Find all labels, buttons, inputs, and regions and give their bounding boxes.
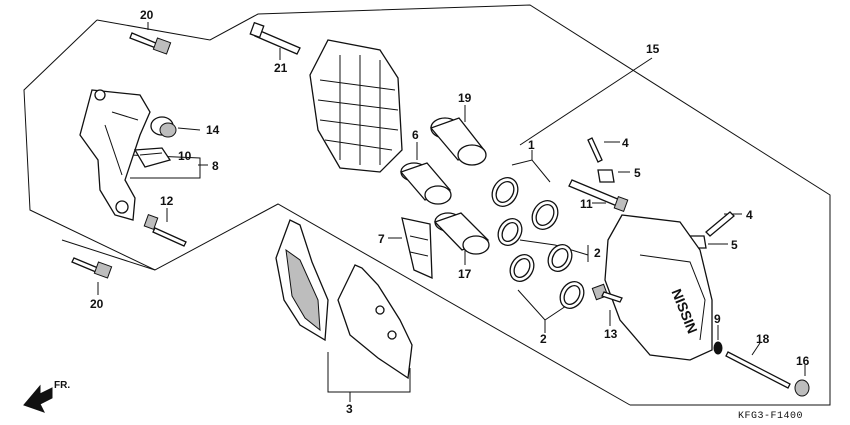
piston-19 xyxy=(429,117,487,166)
pin-bolt-20-top xyxy=(129,32,172,55)
pin-18 xyxy=(725,351,791,389)
callout-11: 11 xyxy=(580,197,593,211)
caliper-body: NISSIN xyxy=(604,214,713,361)
callout-5-right: 5 xyxy=(731,238,738,252)
callout-9: 9 xyxy=(714,312,721,326)
caliper-bracket xyxy=(79,89,151,221)
callout-4-right: 4 xyxy=(746,208,753,222)
pad-spring-10 xyxy=(133,147,172,168)
piston-17 xyxy=(433,212,490,255)
pad-pin-11 xyxy=(568,179,629,212)
callout-4-top: 4 xyxy=(622,136,629,150)
callout-13: 13 xyxy=(604,327,618,341)
callout-20-top: 20 xyxy=(140,8,154,22)
callout-3: 3 xyxy=(346,402,353,416)
callout-20-bottom: 20 xyxy=(90,297,104,311)
boot-14 xyxy=(150,116,177,138)
callout-12: 12 xyxy=(160,194,174,208)
callout-19: 19 xyxy=(458,91,472,105)
pin-bolt-20-bottom xyxy=(71,257,113,279)
bolt-13 xyxy=(591,283,623,303)
bleeder-valve-right xyxy=(689,211,735,249)
callout-2-right: 2 xyxy=(594,246,601,260)
callout-6: 6 xyxy=(412,128,419,142)
plug-16 xyxy=(794,379,810,397)
callout-14: 14 xyxy=(206,123,220,137)
pad-shim-7 xyxy=(401,217,433,280)
assembly-outline xyxy=(23,4,831,406)
callout-15: 15 xyxy=(646,42,660,56)
bleeder-valve-top xyxy=(587,137,615,183)
callout-7: 7 xyxy=(378,232,385,246)
piston-seals xyxy=(491,177,585,309)
callout-labels: 20 21 15 19 6 1 4 5 14 10 8 11 4 5 12 7 … xyxy=(90,8,810,416)
bolt-21 xyxy=(249,21,301,55)
callout-16: 16 xyxy=(796,354,810,368)
caliper-cover xyxy=(309,39,403,173)
callout-21: 21 xyxy=(274,61,288,75)
brake-pad-left xyxy=(275,219,329,342)
callout-17: 17 xyxy=(458,267,472,281)
pin-12 xyxy=(143,214,187,247)
callout-10: 10 xyxy=(178,149,192,163)
front-direction-arrow: FR. xyxy=(23,380,70,413)
brake-pad-right xyxy=(337,264,413,380)
callout-1: 1 xyxy=(528,138,535,152)
piston-6 xyxy=(399,162,452,205)
callout-18: 18 xyxy=(756,332,770,346)
callout-2-bottom: 2 xyxy=(540,332,547,346)
callout-5-top: 5 xyxy=(634,166,641,180)
washer-9 xyxy=(713,341,723,355)
callout-8: 8 xyxy=(212,159,219,173)
leader-lines xyxy=(97,22,806,402)
drawing-code: KFG3-F1400 xyxy=(738,411,803,422)
direction-label: FR. xyxy=(54,380,70,391)
